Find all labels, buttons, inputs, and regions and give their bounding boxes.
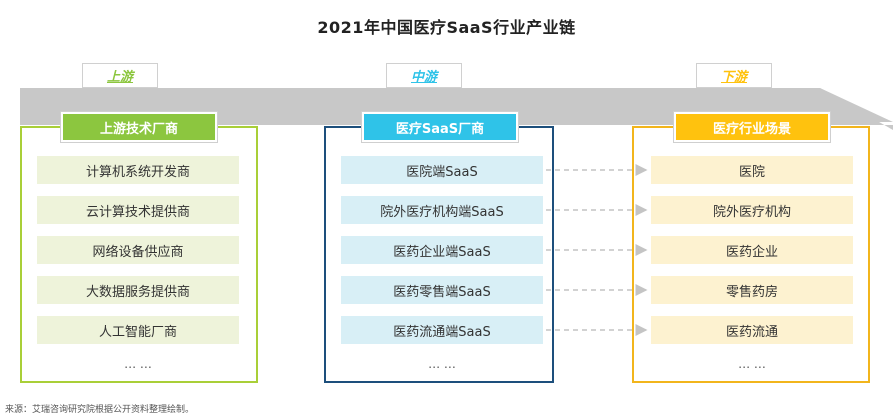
list-item: 零售药房 — [651, 276, 853, 304]
list-item: 医药企业 — [651, 236, 853, 264]
stage-label: 下游 — [720, 70, 747, 85]
list-item: 网络设备供应商 — [37, 236, 239, 264]
stage-tab-midstream: 中游 — [386, 63, 462, 88]
stage-tab-upstream: 上游 — [82, 63, 158, 88]
header-label: 医疗行业场景 — [712, 121, 791, 137]
more-ellipsis: … … — [428, 357, 456, 371]
list-item: 大数据服务提供商 — [37, 276, 239, 304]
list-item: 医药零售端SaaS — [341, 276, 543, 304]
stage-label: 上游 — [106, 70, 133, 85]
list-item: 院外医疗机构 — [651, 196, 853, 224]
midstream-header: 医疗SaaS厂商 — [361, 111, 519, 143]
list-item: 人工智能厂商 — [37, 316, 239, 344]
page-title: 2021年中国医疗SaaS行业产业链 — [317, 18, 576, 37]
list-item: 云计算技术提供商 — [37, 196, 239, 224]
list-item: 医院 — [651, 156, 853, 184]
list-item: 计算机系统开发商 — [37, 156, 239, 184]
downstream-header: 医疗行业场景 — [673, 111, 831, 143]
list-item: 院外医疗机构端SaaS — [341, 196, 543, 224]
list-item: 医药企业端SaaS — [341, 236, 543, 264]
more-ellipsis: … … — [124, 357, 152, 371]
source-note: 来源：艾瑞咨询研究院根据公开资料整理绘制。 — [5, 405, 195, 415]
upstream-header: 上游技术厂商 — [60, 111, 218, 143]
more-ellipsis: … … — [738, 357, 766, 371]
header-label: 上游技术厂商 — [99, 121, 178, 137]
stage-tab-downstream: 下游 — [696, 63, 772, 88]
list-item: 医药流通端SaaS — [341, 316, 543, 344]
header-label: 医疗SaaS厂商 — [395, 121, 485, 137]
stage-label: 中游 — [410, 70, 437, 85]
list-item: 医院端SaaS — [341, 156, 543, 184]
list-item: 医药流通 — [651, 316, 853, 344]
